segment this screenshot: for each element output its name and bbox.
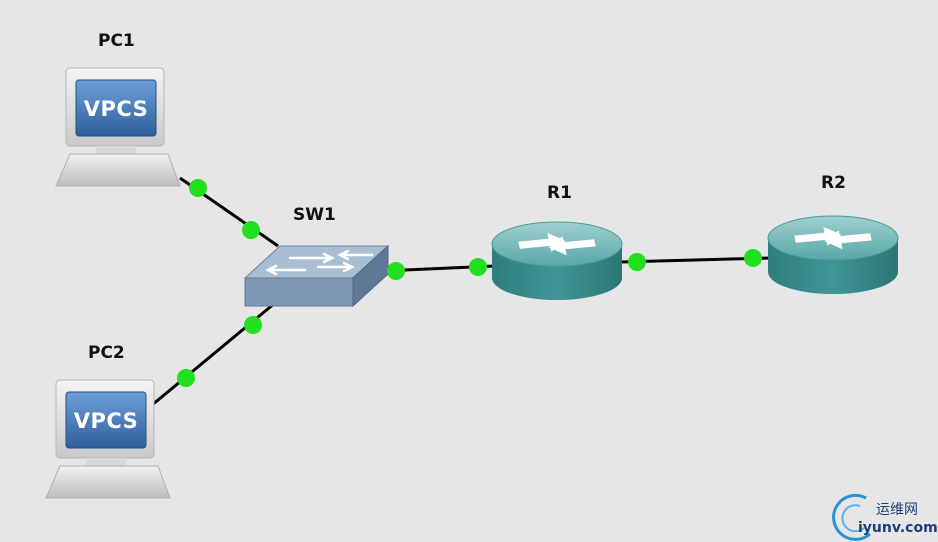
- link-up-dot: [469, 258, 487, 276]
- router-icon: [491, 221, 623, 300]
- r2-label: R2: [821, 173, 846, 193]
- link-up-dot: [387, 262, 405, 280]
- link-up-dot: [628, 253, 646, 271]
- link-up-dot: [242, 221, 260, 239]
- pc1-node[interactable]: PC1 VPCS: [55, 31, 181, 187]
- watermark-cn-text: 运维网: [876, 502, 918, 518]
- pc2-label: PC2: [88, 343, 125, 363]
- link-up-dot: [177, 369, 195, 387]
- computer-icon: VPCS: [55, 67, 181, 187]
- sw1-node[interactable]: SW1: [243, 205, 390, 308]
- switch-icon: [243, 244, 390, 308]
- r1-node[interactable]: R1: [491, 183, 623, 300]
- watermark-en-text: iyunv.com: [858, 520, 938, 536]
- pc2-node[interactable]: PC2 VPCS: [45, 343, 171, 499]
- link-status-dots: [177, 179, 762, 387]
- pc1-screen-text: VPCS: [84, 97, 149, 121]
- link-up-dot: [744, 249, 762, 267]
- pc2-screen-text: VPCS: [74, 409, 139, 433]
- r1-label: R1: [547, 183, 572, 203]
- computer-icon: VPCS: [45, 379, 171, 499]
- watermark-logo-icon: [832, 493, 871, 541]
- r2-node[interactable]: R2: [767, 173, 899, 294]
- router-icon: [767, 215, 899, 294]
- sw1-label: SW1: [293, 205, 336, 225]
- link-up-dot: [244, 316, 262, 334]
- link-up-dot: [189, 179, 207, 197]
- watermark: 运维网 iyunv.com: [832, 493, 938, 541]
- pc1-label: PC1: [98, 31, 135, 51]
